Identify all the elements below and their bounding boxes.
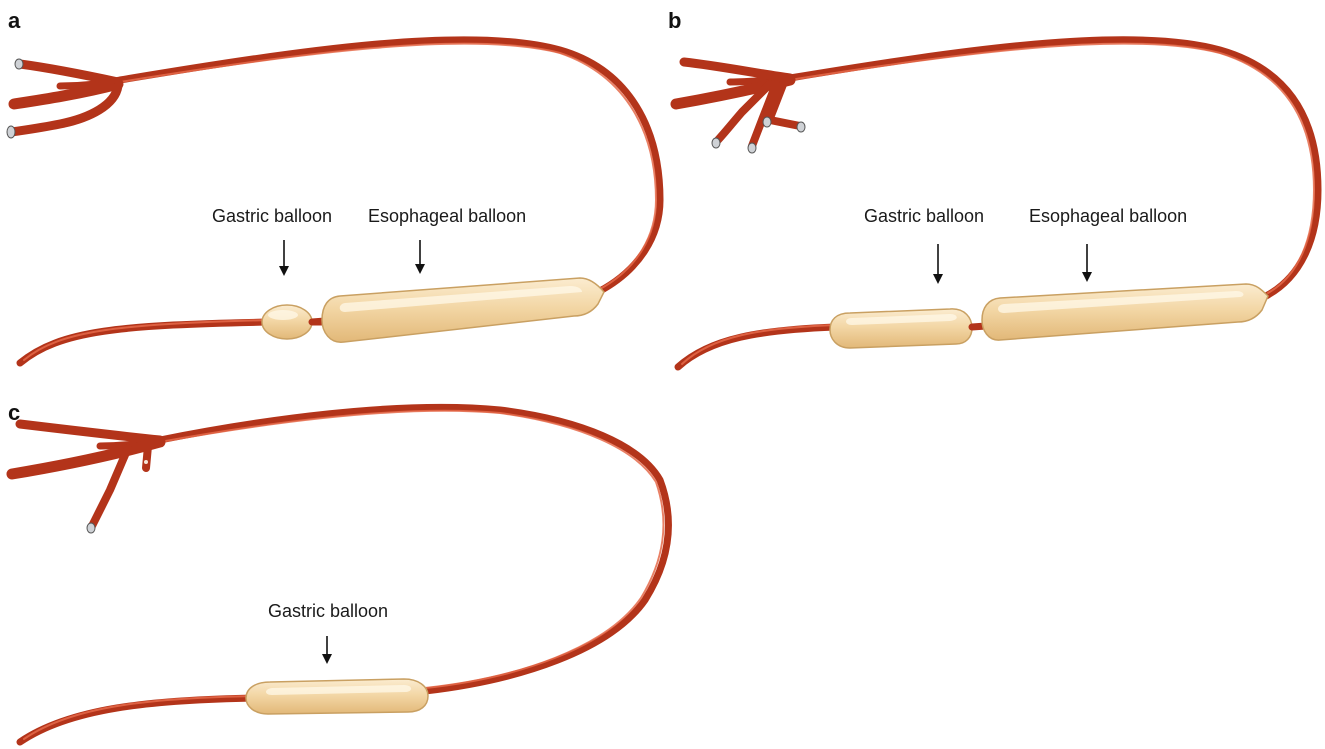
panel-c-port-cap bbox=[87, 523, 95, 533]
panel-a-port-top bbox=[20, 64, 118, 82]
panel-b-port-cap-4 bbox=[797, 122, 805, 132]
panel-c-gastric-label: Gastric balloon bbox=[268, 601, 388, 621]
panel-b-port-cap-1 bbox=[712, 138, 720, 148]
panel-c-gastric-balloon bbox=[246, 679, 428, 714]
panel-a-esophageal-arrow bbox=[415, 240, 425, 274]
panel-a-esophageal-label: Esophageal balloon bbox=[368, 206, 526, 226]
panel-b-letter: b bbox=[668, 8, 681, 33]
panel-c: c Gastric balloon bbox=[8, 400, 668, 742]
panel-c-valve-dot bbox=[144, 460, 148, 464]
panel-b-port-lower-4 bbox=[770, 120, 800, 126]
panel-b-ports bbox=[676, 62, 805, 153]
panel-b-port-cap-2 bbox=[748, 143, 756, 153]
panel-b-gastric-arrow bbox=[933, 244, 943, 284]
panel-b-port-cap-3 bbox=[763, 117, 771, 127]
panel-c-ports bbox=[12, 424, 160, 533]
panel-b-gastric-label: Gastric balloon bbox=[864, 206, 984, 226]
panel-a-port-cap-bottom bbox=[7, 126, 15, 138]
panel-c-port-middle bbox=[12, 442, 160, 474]
panel-a: a Gastric balloon Esophageal balloon bbox=[7, 8, 660, 363]
panel-a-ports bbox=[7, 59, 118, 138]
panel-c-port-top bbox=[20, 424, 160, 440]
panel-a-gastric-label: Gastric balloon bbox=[212, 206, 332, 226]
panel-b-esophageal-label: Esophageal balloon bbox=[1029, 206, 1187, 226]
panel-a-letter: a bbox=[8, 8, 21, 33]
panel-a-port-cap-top bbox=[15, 59, 23, 69]
panel-a-gastric-arrow bbox=[279, 240, 289, 276]
panel-b-esophageal-arrow bbox=[1082, 244, 1092, 282]
panel-b-port-top bbox=[684, 62, 790, 78]
panel-a-gastric-balloon bbox=[262, 305, 312, 339]
panel-c-port-valve bbox=[146, 446, 148, 468]
panel-c-gastric-arrow bbox=[322, 636, 332, 664]
panel-b: b Gastric balloon Esophageal balloon bbox=[668, 8, 1318, 367]
panel-a-gastric-balloon-highlight bbox=[268, 310, 298, 320]
